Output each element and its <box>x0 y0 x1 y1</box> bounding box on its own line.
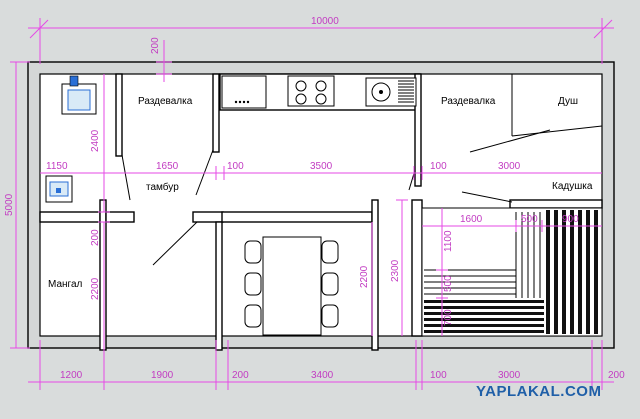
dim-top-200: 200 <box>150 37 161 54</box>
dim-total-height: 5000 <box>4 193 15 216</box>
dim-left-2200: 2200 <box>90 277 101 300</box>
dim-1150: 1150 <box>46 161 68 172</box>
dim-bottom-200-right: 200 <box>608 370 625 381</box>
dim-700: 700 <box>443 309 454 326</box>
dim-bottom-3400: 3400 <box>311 370 334 381</box>
dim-1600: 1600 <box>460 214 483 225</box>
sauna-benches <box>421 207 603 337</box>
dim-3500: 3500 <box>310 161 333 172</box>
dim-1650: 1650 <box>156 161 179 172</box>
watermark: YAPLAKAL.COM <box>476 383 601 400</box>
dim-bottom-1200: 1200 <box>60 370 83 381</box>
room-label-tub: Кадушка <box>552 181 593 192</box>
room-label-grill: Мангал <box>48 279 83 290</box>
kitchen-counter <box>221 75 417 109</box>
dim-1100: 1100 <box>443 230 454 252</box>
room-label-dressing-right: Раздевалка <box>441 96 496 107</box>
dim-500: 500 <box>521 214 538 225</box>
room-label-vestibule: тамбур <box>146 181 179 193</box>
doors <box>121 149 416 266</box>
toilet-icon <box>61 75 97 115</box>
dim-bottom-100: 100 <box>430 370 447 381</box>
sink-icon <box>45 175 73 203</box>
room-label-shower: Душ <box>558 96 578 107</box>
dim-3000: 3000 <box>498 161 521 172</box>
dim-500-vertical: 500 <box>443 275 454 292</box>
dim-bottom-3000: 3000 <box>498 370 521 381</box>
dimension-labels: 10000 200 5000 2400 1150 1650 100 3500 1… <box>4 16 625 381</box>
room-label-dressing-left: Раздевалка <box>138 96 193 107</box>
dim-100-b: 100 <box>430 161 447 172</box>
dim-2300: 2300 <box>390 259 401 282</box>
dim-total-width: 10000 <box>311 16 339 27</box>
dim-left-200: 200 <box>90 229 101 246</box>
dim-100-a: 100 <box>227 161 244 172</box>
dimension-lines <box>10 18 614 390</box>
dining-table <box>244 236 339 336</box>
dim-2400: 2400 <box>90 129 101 152</box>
dim-center-2200: 2200 <box>359 265 370 288</box>
room-labels: Раздевалка Раздевалка Душ тамбур Кадушка… <box>48 96 593 290</box>
dim-bottom-1900: 1900 <box>151 370 174 381</box>
dim-900: 900 <box>562 214 579 225</box>
dim-bottom-200: 200 <box>232 370 249 381</box>
